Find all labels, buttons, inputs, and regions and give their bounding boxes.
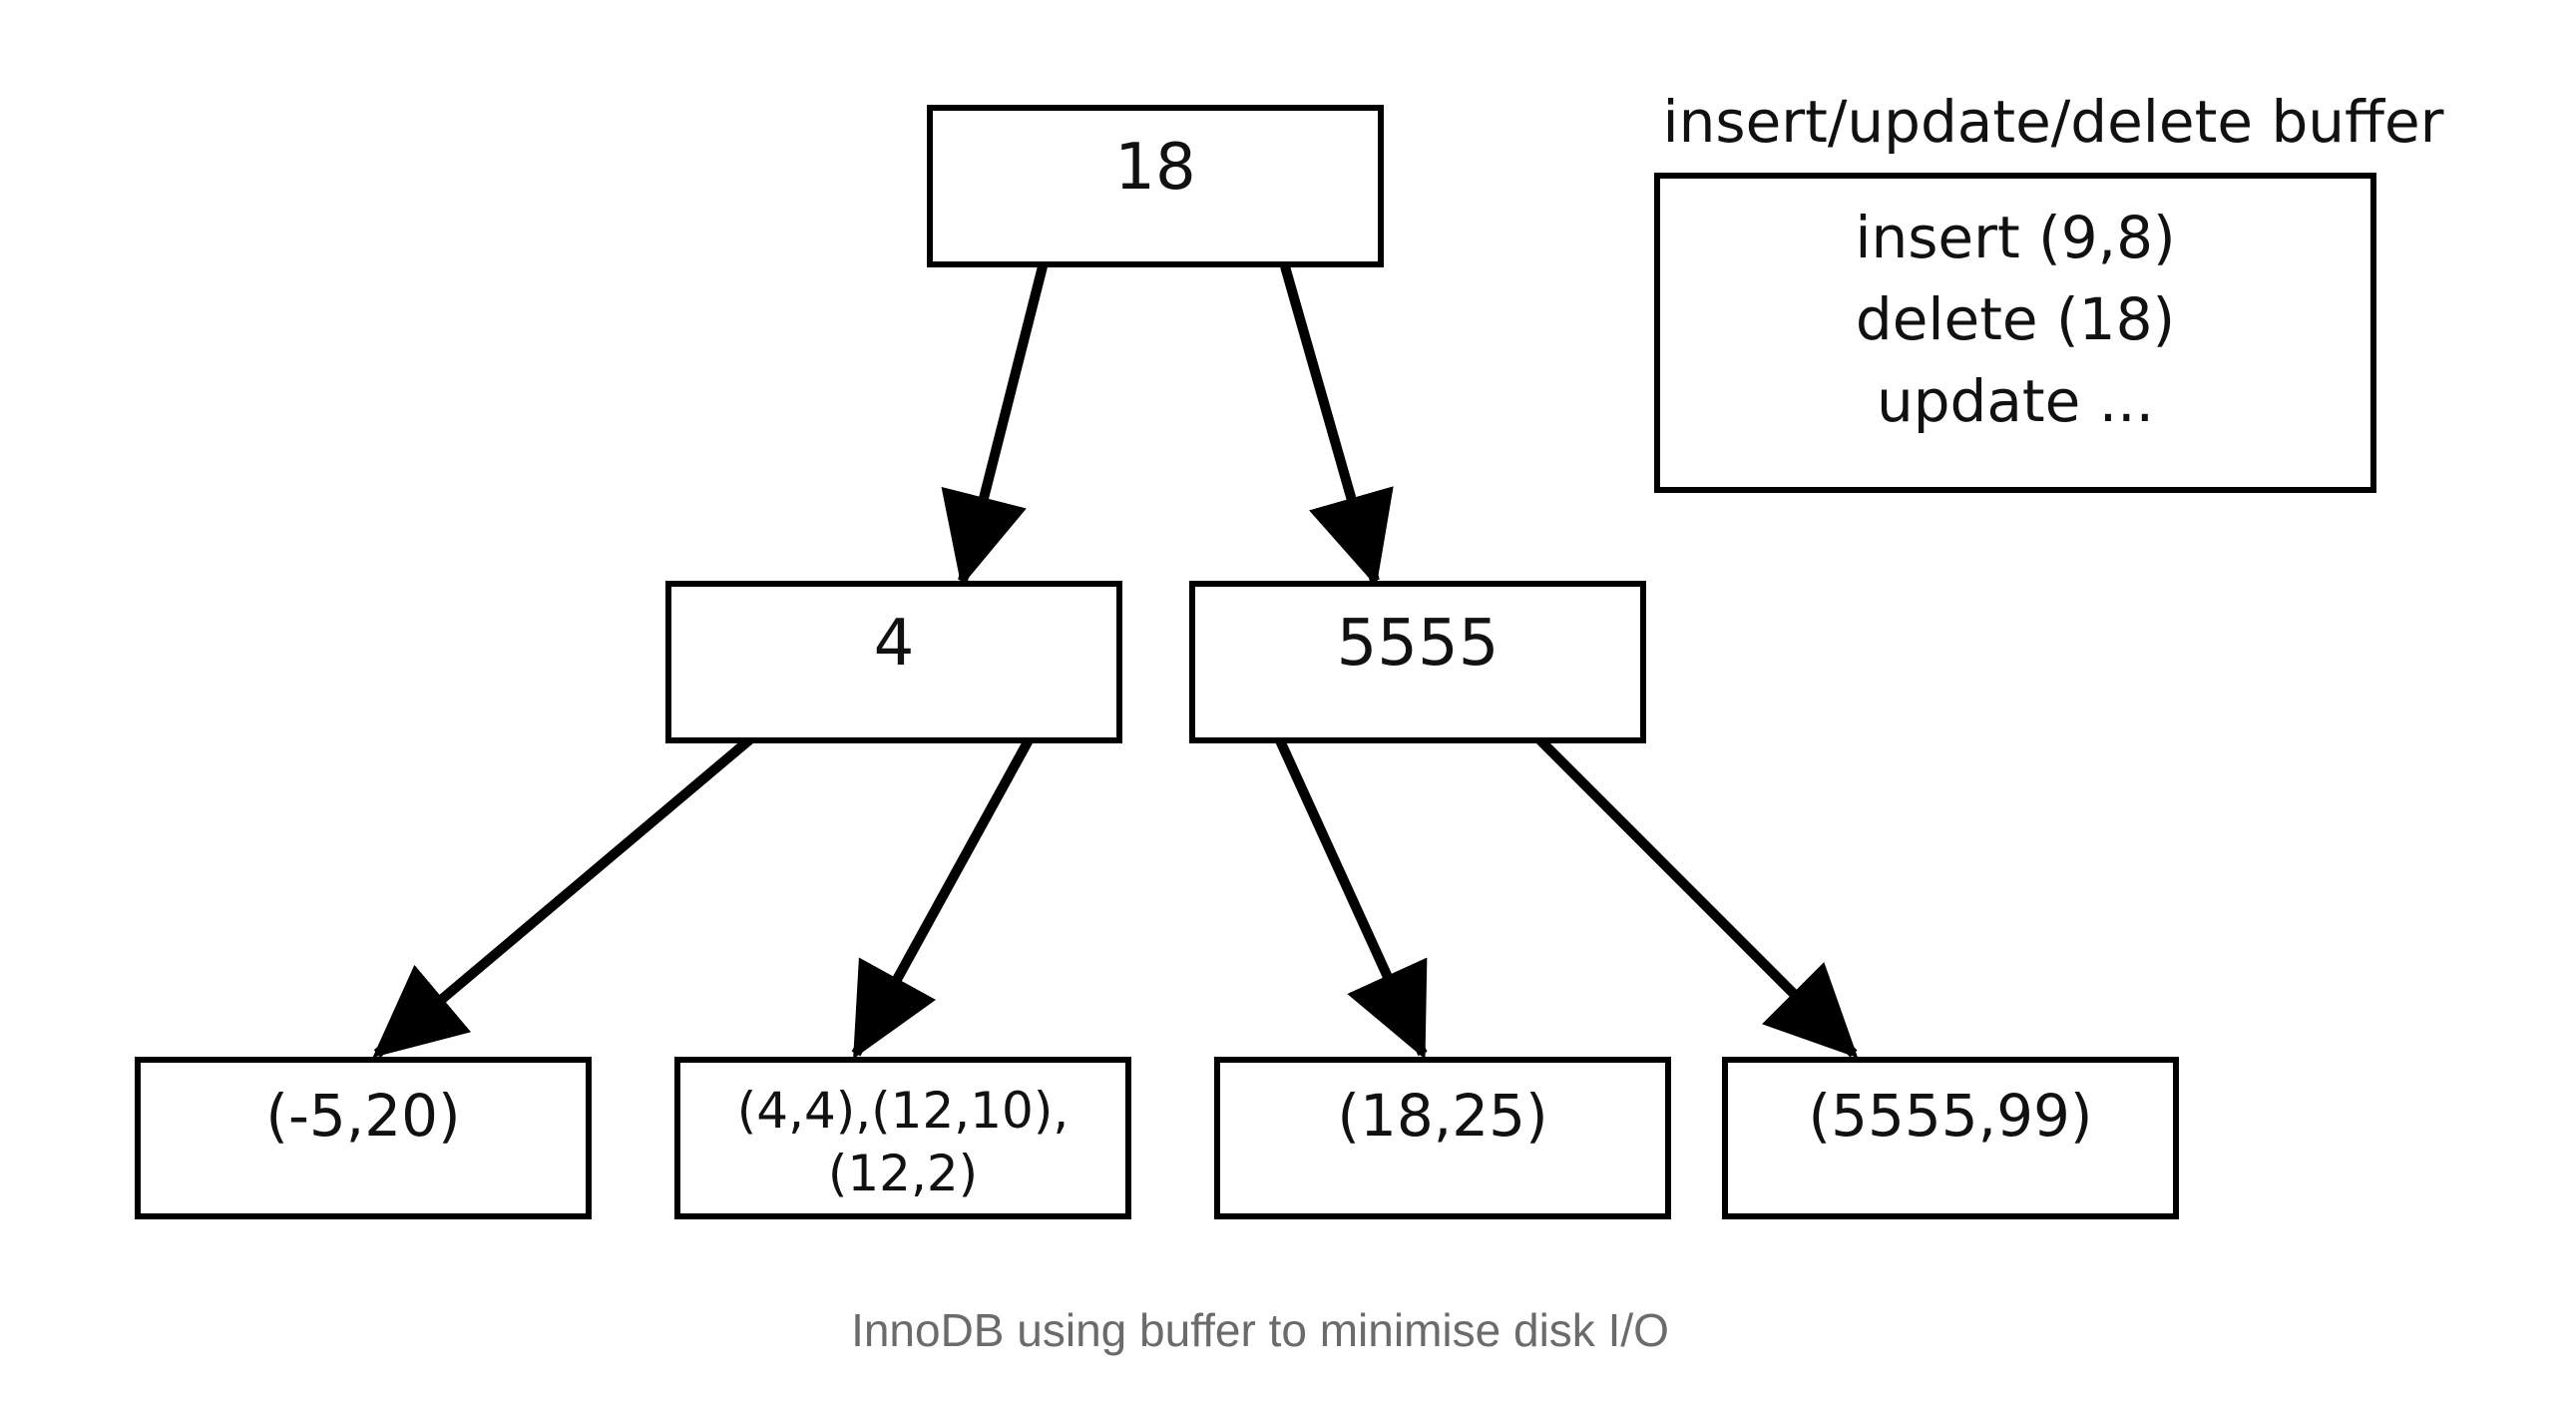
buffer-panel: insert/update/delete buffer insert (9,8)… xyxy=(1654,88,2444,493)
leaf-node-3-line-1: (18,25) xyxy=(1337,1082,1547,1150)
tree-edges xyxy=(372,264,1859,1060)
buffer-entry-delete: delete (18) xyxy=(1856,285,2175,353)
node-4: 4 xyxy=(665,581,1122,743)
leaf-node-2-line-2: (12,2) xyxy=(828,1145,978,1202)
buffer-entry-update: update ... xyxy=(1877,367,2154,435)
root-node: 18 xyxy=(927,105,1384,267)
root-node-label: 18 xyxy=(1114,131,1195,205)
edge-node-4-to-leaf-1 xyxy=(372,734,755,1058)
edge-node-5555-to-leaf-3 xyxy=(1274,735,1428,1060)
edge-node-4-to-leaf-2 xyxy=(851,735,1035,1060)
leaf-node-1: (-5,20) xyxy=(135,1057,592,1219)
leaf-node-3: (18,25) xyxy=(1214,1057,1671,1219)
leaf-node-4: (5555,99) xyxy=(1722,1057,2179,1219)
buffer-entry-insert: insert (9,8) xyxy=(1855,204,2175,271)
buffer-title: insert/update/delete buffer xyxy=(1662,88,2443,156)
edge-root-to-node-4 xyxy=(941,264,1048,587)
node-5555-label: 5555 xyxy=(1337,607,1500,681)
leaf-node-4-line-1: (5555,99) xyxy=(1808,1082,2092,1150)
edge-root-to-node-5555 xyxy=(1280,264,1394,587)
leaf-node-1-line-1: (-5,20) xyxy=(265,1082,460,1150)
node-4-label: 4 xyxy=(874,607,915,681)
leaf-node-2-line-1: (4,4),(12,10), xyxy=(737,1082,1069,1140)
figure-caption: InnoDB using buffer to minimise disk I/O xyxy=(851,1304,1669,1356)
edge-node-5555-to-leaf-4 xyxy=(1534,734,1859,1059)
node-5555: 5555 xyxy=(1189,581,1646,743)
leaf-node-2: (4,4),(12,10), (12,2) xyxy=(674,1057,1131,1219)
